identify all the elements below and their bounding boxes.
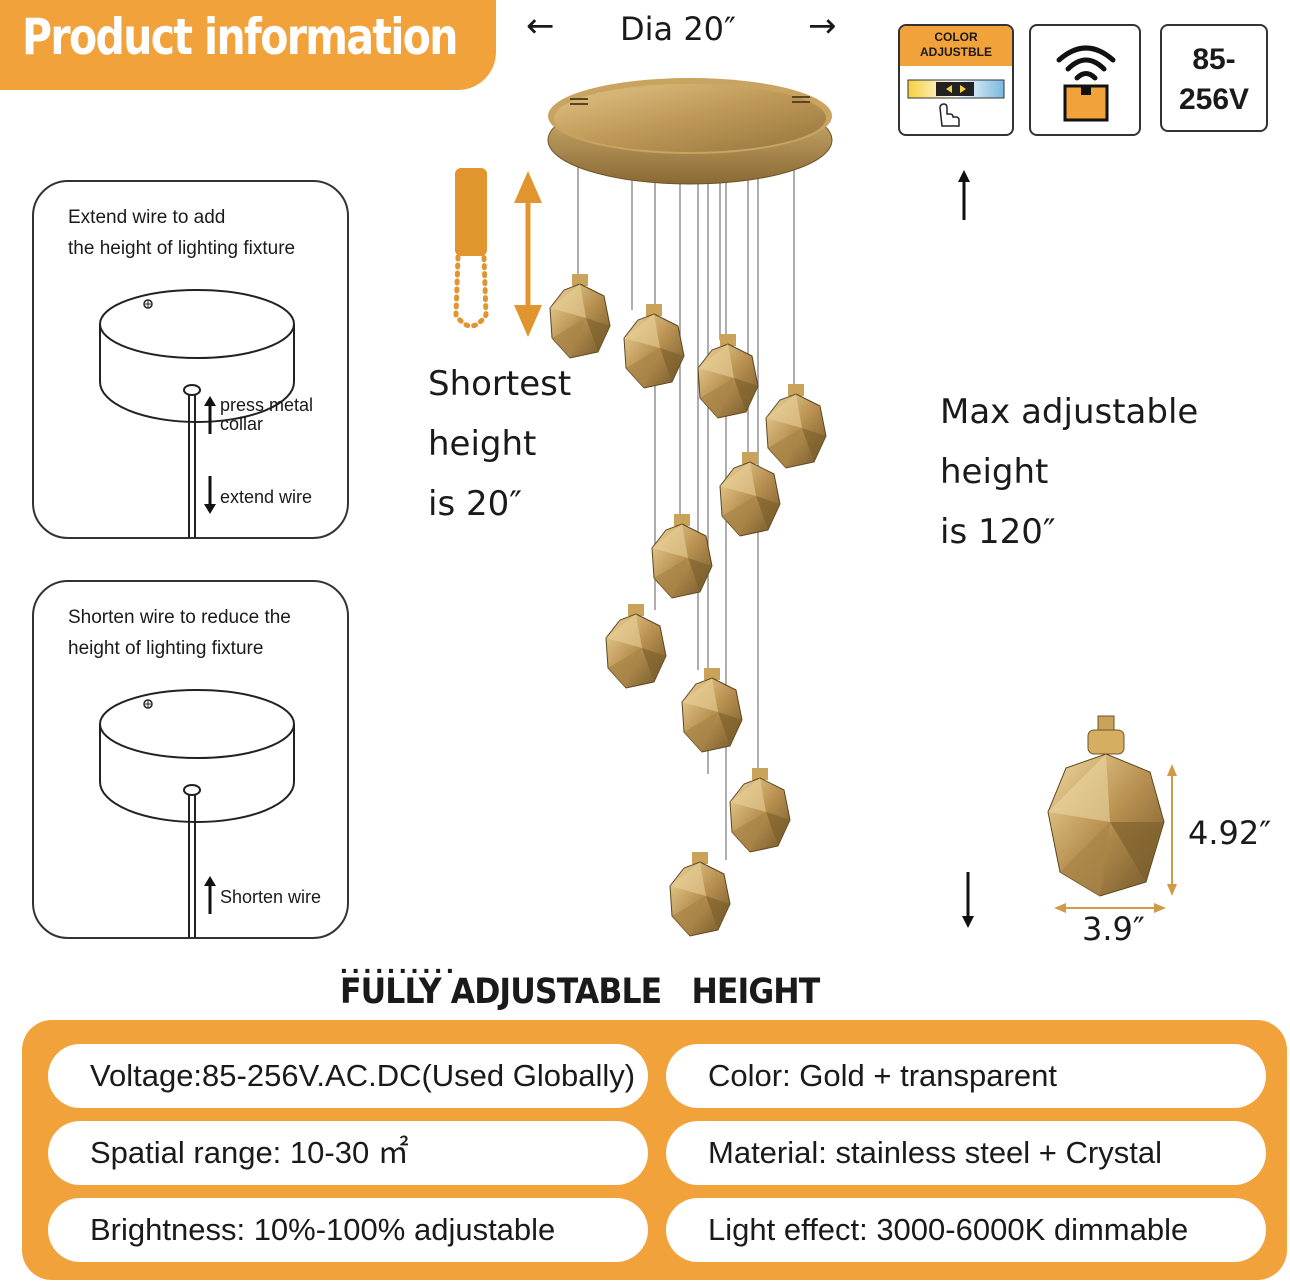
spec-color: Color: Gold + transparent bbox=[666, 1044, 1266, 1108]
max-line-2: height bbox=[940, 452, 1049, 492]
shortest-line-3: is 20″ bbox=[428, 484, 522, 524]
diameter-label: Dia 20″ bbox=[620, 10, 736, 48]
arrow-up-collar-icon bbox=[204, 396, 216, 434]
shorten-wire-panel: Shorten wire to reduce the height of lig… bbox=[32, 580, 349, 939]
page-title: Product information bbox=[22, 8, 458, 66]
shorten-text: Shorten wire to reduce the height of lig… bbox=[68, 602, 348, 664]
arrow-up-icon bbox=[958, 170, 970, 220]
shorten-text-line-1: Shorten wire to reduce the bbox=[68, 607, 291, 628]
canopy-diagram-shorten bbox=[99, 689, 295, 937]
spec-brightness: Brightness: 10%-100% adjustable bbox=[48, 1198, 648, 1262]
header-tab bbox=[0, 0, 496, 90]
spec-voltage: Voltage:85-256V.AC.DC(Used Globally) bbox=[48, 1044, 648, 1108]
extend-text-line-1: Extend wire to add bbox=[68, 207, 226, 228]
arrow-right-icon: → bbox=[808, 6, 837, 46]
shorten-wire-label: Shorten wire bbox=[220, 887, 322, 907]
extend-text-line-2: the height of lighting fixture bbox=[68, 238, 296, 259]
color-adjustable-badge: COLOR ADJUSTBLE bbox=[898, 24, 1014, 136]
remote-control-badge bbox=[1029, 24, 1141, 136]
shorten-text-line-2: height of lighting fixture bbox=[68, 638, 264, 659]
max-height-label: Max adjustable height is 120″ bbox=[940, 382, 1198, 562]
chandelier-illustration bbox=[547, 78, 833, 937]
badge-header bbox=[900, 26, 1012, 66]
max-line-1: Max adjustable bbox=[940, 392, 1199, 432]
collar-label-line-2: collar bbox=[220, 414, 264, 434]
arrow-up-shorten-icon bbox=[204, 876, 216, 914]
collar-label-line-1: press metal bbox=[220, 395, 314, 415]
badge-line-2: ADJUSTBLE bbox=[919, 45, 992, 59]
max-line-3: is 120″ bbox=[940, 512, 1056, 552]
voltage-line-1: 85- bbox=[1192, 43, 1236, 76]
arrow-down-extend-icon bbox=[204, 476, 216, 514]
spec-material: Material: stainless steel + Crystal bbox=[666, 1121, 1266, 1185]
canopy-diagram-extend bbox=[99, 289, 295, 537]
extend-wire-panel: Extend wire to add the height of lightin… bbox=[32, 180, 349, 539]
spec-spatial-range: Spatial range: 10-30 ㎡ bbox=[48, 1121, 648, 1185]
extend-wire-label: extend wire bbox=[220, 487, 313, 507]
pull-cord-icon bbox=[453, 168, 542, 337]
arrow-left-icon: ← bbox=[526, 6, 555, 46]
remote-wifi-icon bbox=[1056, 45, 1116, 122]
arrow-down-icon bbox=[962, 872, 974, 928]
spec-light-effect: Light effect: 3000-6000K dimmable bbox=[666, 1198, 1266, 1262]
shortest-line-1: Shortest bbox=[428, 364, 572, 404]
fully-adjustable-heading: FULLY ADJUSTABLE HEIGHT bbox=[340, 972, 820, 1012]
voltage-line-2: 256V bbox=[1178, 83, 1250, 116]
shortest-line-2: height bbox=[428, 424, 537, 464]
extend-text: Extend wire to add the height of lightin… bbox=[68, 202, 348, 264]
pendant-closeup bbox=[1047, 715, 1177, 913]
collar-label: press metal collar bbox=[220, 396, 313, 434]
color-slider-icon bbox=[907, 79, 1005, 127]
pendant-height-label: 4.92″ bbox=[1188, 814, 1272, 852]
pendant-width-label: 3.9″ bbox=[1082, 910, 1145, 948]
voltage-badge: 85- 256V bbox=[1160, 24, 1268, 132]
shortest-height-label: Shortest height is 20″ bbox=[428, 354, 571, 534]
heading-dots: .......... bbox=[340, 948, 458, 979]
badge-line-1: COLOR bbox=[934, 30, 978, 44]
